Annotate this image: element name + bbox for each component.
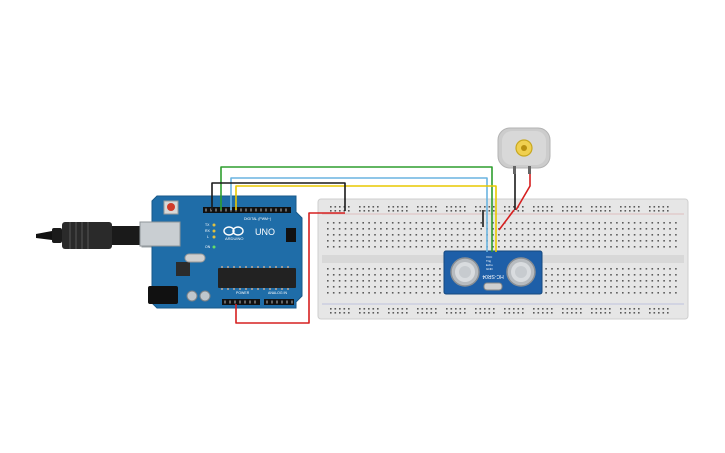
rx-led <box>212 229 216 233</box>
tx-led <box>212 223 216 227</box>
wire-red-sensor[interactable] <box>498 209 515 231</box>
sensor-pin-label: Trig <box>486 259 491 263</box>
wire-motor-red[interactable] <box>515 174 531 211</box>
wire-green[interactable] <box>220 166 493 252</box>
on-label: ON <box>205 245 211 249</box>
wire-black-gnd[interactable] <box>211 182 346 211</box>
sensor-model-label: HC-SR04 <box>482 273 504 279</box>
on-led <box>212 245 216 249</box>
power-label: POWER <box>236 291 250 295</box>
wire-yellow[interactable] <box>235 185 497 252</box>
wire-blue[interactable] <box>230 177 488 252</box>
ultrasonic-sensor-icon[interactable]: HC-SR04 VCC Trig Echo GND <box>443 250 543 295</box>
dc-motor-icon[interactable] <box>497 127 551 174</box>
sensor-pin-label: GND <box>486 267 494 271</box>
arduino-board-icon[interactable]: DIGITAL (PWM~) TX RX L ON ARDUINO UNO P <box>139 195 303 309</box>
model-label: UNO <box>255 227 275 237</box>
rx-label: RX <box>205 229 211 233</box>
tx-label: TX <box>205 223 210 227</box>
brand-label: ARDUINO <box>225 236 243 241</box>
l-led <box>212 235 216 239</box>
sensor-pin-label: Echo <box>486 263 493 267</box>
analog-label: ANALOG IN <box>268 291 288 295</box>
sensor-pin-label: VCC <box>486 255 493 259</box>
wire-red-5v[interactable] <box>235 212 345 324</box>
digital-header-label: DIGITAL (PWM~) <box>244 217 271 221</box>
arduino-logo-icon <box>223 226 244 236</box>
l-label: L <box>207 235 209 239</box>
